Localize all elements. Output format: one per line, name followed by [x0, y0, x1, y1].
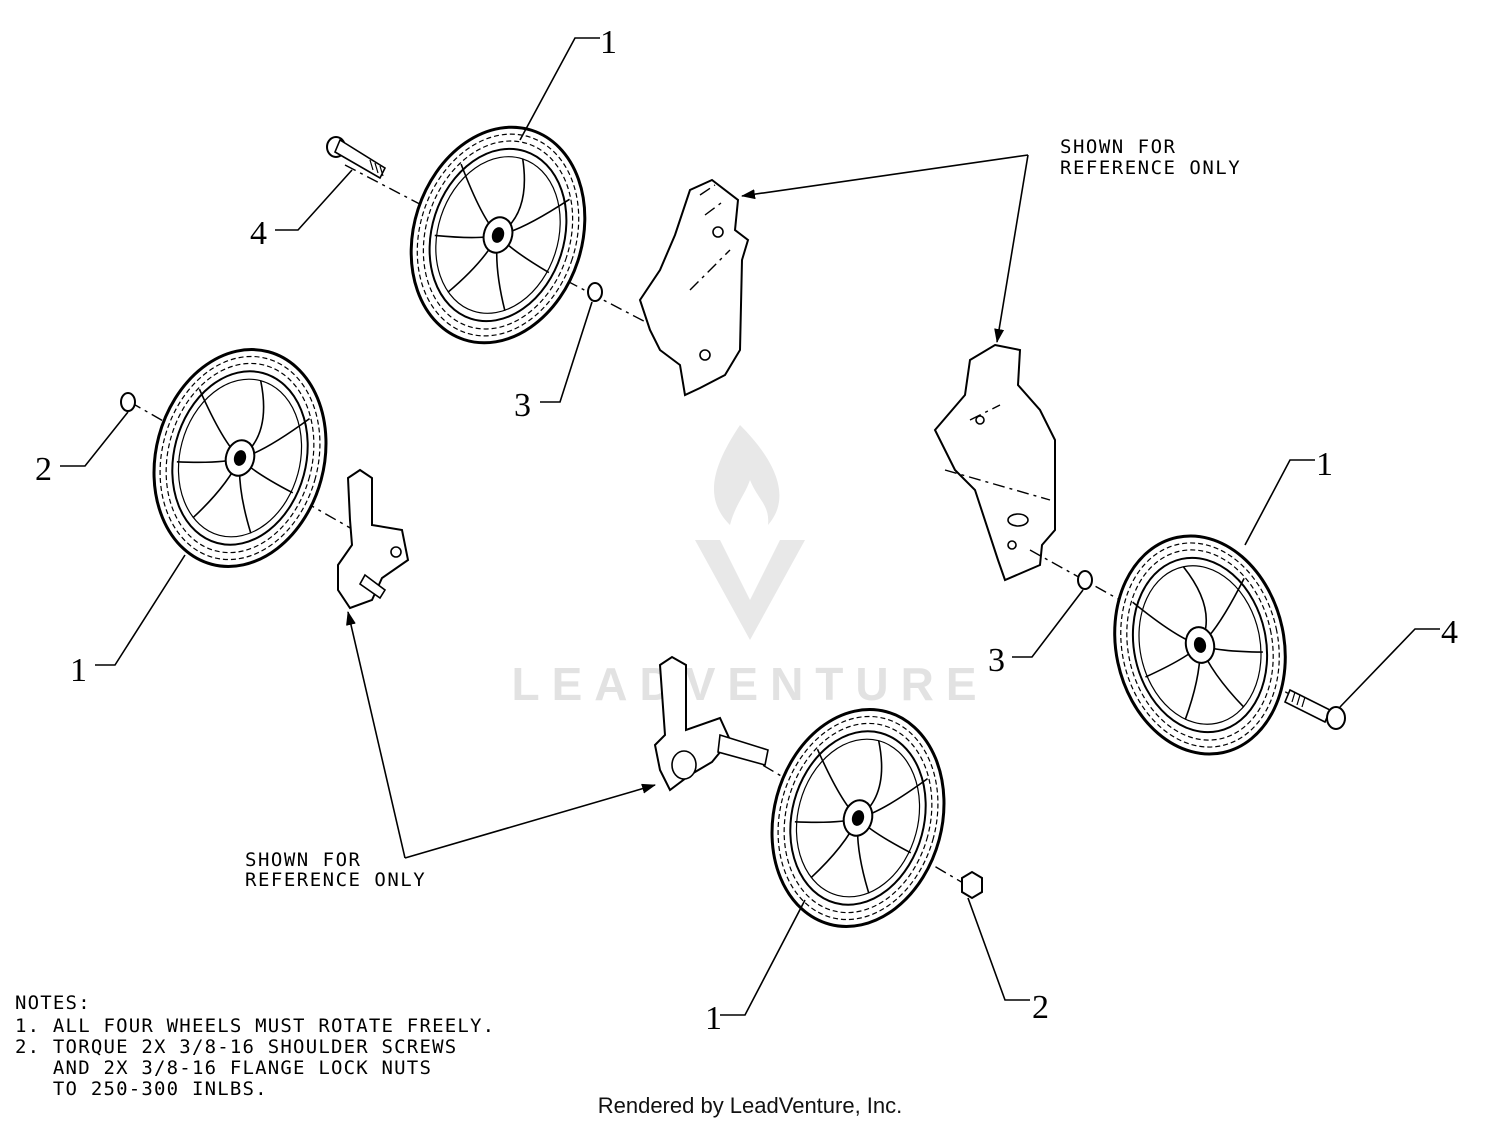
reference-arrows-top [741, 154, 1029, 343]
callout-1-right: 1 [1316, 446, 1333, 483]
note-line: TO 250-300 INLBS. [15, 1078, 268, 1100]
callout-1-bottom: 1 [705, 1000, 722, 1037]
reference-arrows-bottom [346, 611, 656, 859]
reference-bracket-top [638, 178, 750, 397]
callout-4-top: 4 [250, 215, 267, 252]
wheel-left [128, 328, 352, 588]
notes-block: NOTES: 1. ALL FOUR WHEELS MUST ROTATE FR… [15, 992, 495, 1100]
callout-4-right: 4 [1441, 614, 1458, 651]
callout-3-top: 3 [514, 387, 531, 424]
footer-credit: Rendered by LeadVenture, Inc. [598, 1093, 903, 1118]
reference-label-line: SHOWN FOR [1060, 136, 1176, 158]
callout-2-bottom: 2 [1032, 989, 1049, 1026]
reference-bracket-right [933, 343, 1056, 582]
bottom-wheel-assembly [653, 655, 983, 948]
reference-label-line: REFERENCE ONLY [1060, 157, 1241, 179]
reference-label-line: REFERENCE ONLY [245, 869, 426, 891]
reference-label-top-right: SHOWN FOR REFERENCE ONLY [1060, 136, 1241, 179]
washer-top [587, 282, 603, 302]
top-wheel-assembly [326, 102, 750, 397]
right-wheel-assembly [1029, 518, 1346, 772]
callout-1-top: 1 [600, 24, 617, 61]
callout-1-left: 1 [70, 652, 87, 689]
reference-label-bottom-left: SHOWN FOR REFERENCE ONLY [245, 849, 426, 891]
watermark-text: LEADVENTURE [511, 658, 988, 710]
note-line: AND 2X 3/8-16 FLANGE LOCK NUTS [15, 1057, 432, 1079]
wheel-right [1093, 518, 1307, 772]
watermark: LEADVENTURE [511, 425, 988, 710]
left-wheel-assembly [120, 328, 410, 610]
shoulder-screw-right [1283, 688, 1346, 730]
leader-lines [60, 37, 1440, 1016]
wheel-bottom [746, 688, 970, 948]
callout-3-right: 3 [988, 642, 1005, 679]
reference-label-line: SHOWN FOR [245, 849, 361, 871]
note-line: 2. TORQUE 2X 3/8-16 SHOULDER SCREWS [15, 1036, 457, 1058]
note-line: 1. ALL FOUR WHEELS MUST ROTATE FREELY. [15, 1015, 495, 1037]
notes-heading: NOTES: [15, 992, 91, 1014]
callouts: 1 4 3 2 1 1 3 4 1 2 [35, 24, 1458, 1037]
washer-right [1077, 570, 1093, 590]
nut-bottom [961, 870, 983, 900]
wheel-top [382, 102, 614, 368]
nut-left [120, 392, 136, 412]
callout-2-left: 2 [35, 451, 52, 488]
shoulder-screw-top [326, 136, 387, 180]
